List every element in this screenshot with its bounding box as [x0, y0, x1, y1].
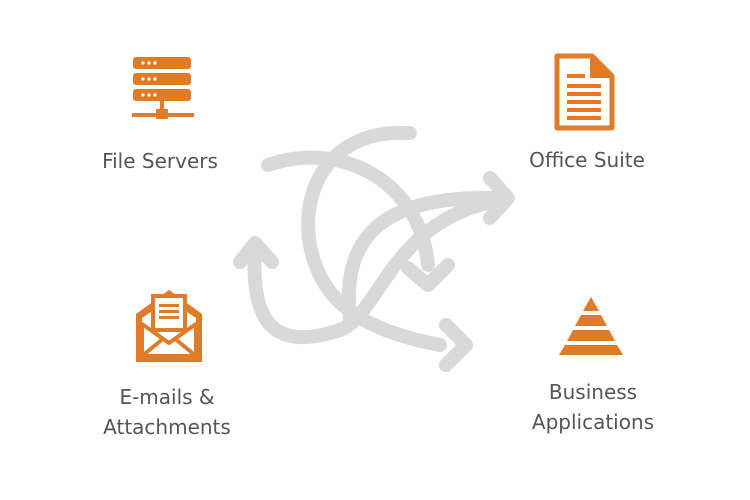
business-label-line2: Applications [531, 410, 655, 434]
pyramid-icon [559, 297, 623, 355]
document-icon [554, 53, 615, 131]
arrowhead-right-bottom [439, 318, 473, 372]
emails-label-line1: E-mails & [119, 385, 215, 409]
business-label: Business Applications [493, 377, 693, 437]
envelope-icon [136, 290, 202, 362]
arrow-up-left [247, 193, 507, 345]
office-suite-label: Office Suite [529, 148, 645, 172]
business-label-line1: Business [548, 380, 638, 404]
arrow-curve-to-right [341, 190, 507, 327]
arrow-to-center-down [301, 125, 447, 352]
emails-label: E-mails & Attachments [67, 382, 267, 442]
emails-label-line2: Attachments [103, 415, 231, 439]
arrowhead-right-top [483, 171, 515, 225]
server-icon [132, 57, 194, 119]
arrowhead-up [233, 236, 279, 269]
file-servers-label: File Servers [102, 149, 218, 173]
arrowhead-down [401, 258, 455, 292]
